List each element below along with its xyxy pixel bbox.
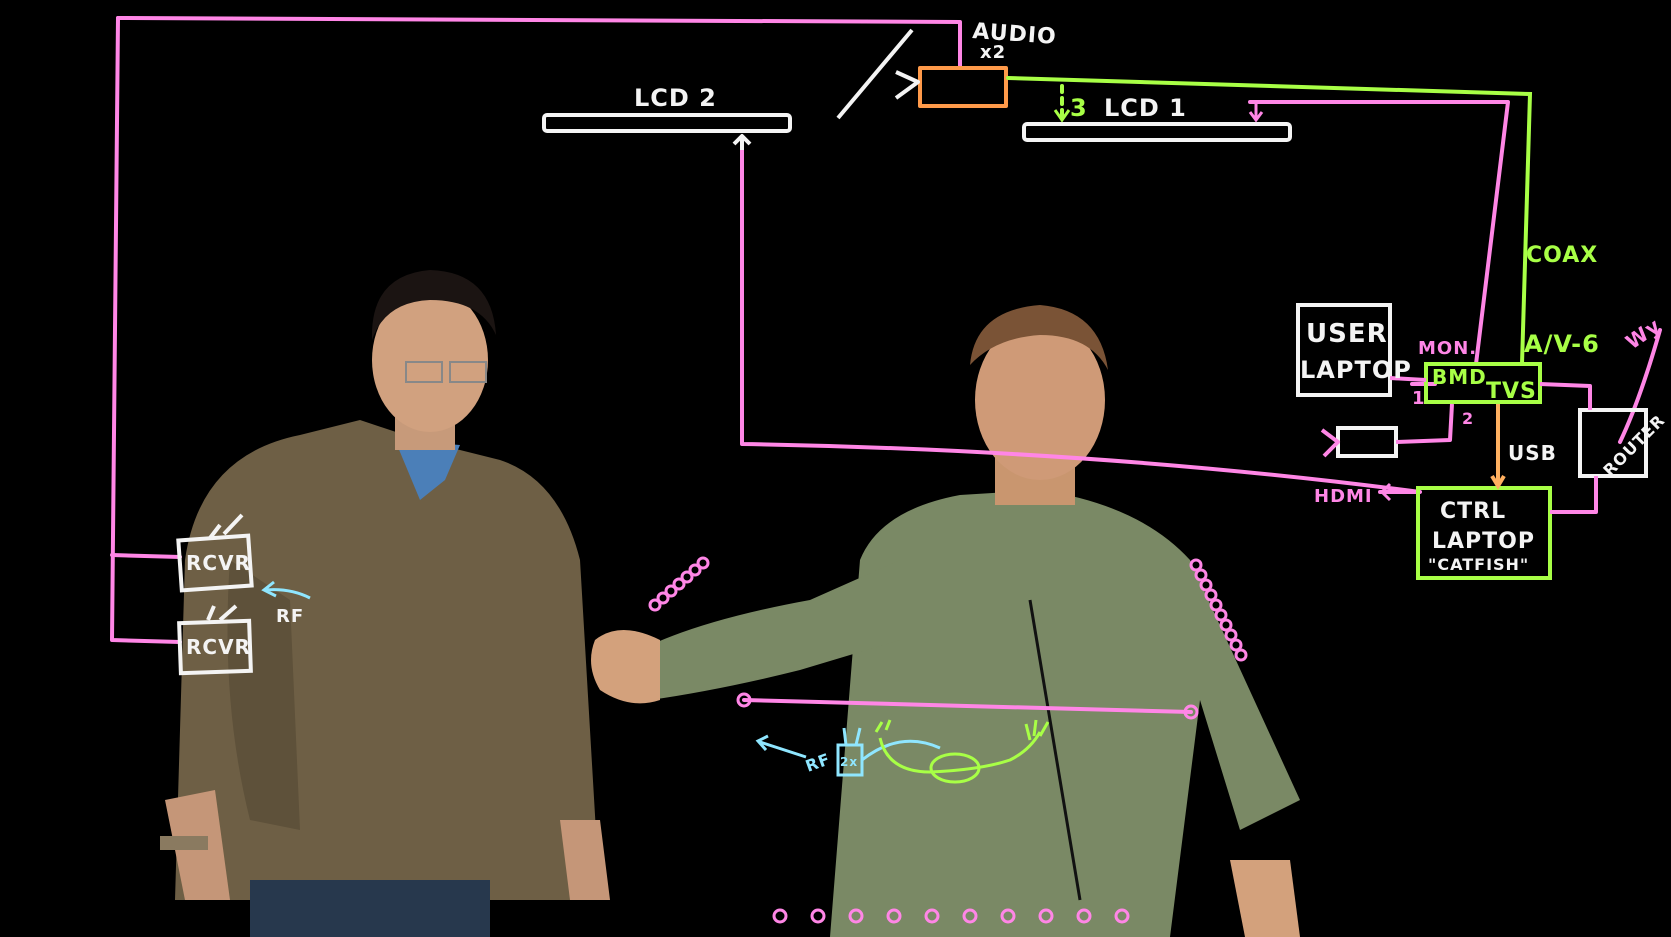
rail-end-right	[1183, 704, 1199, 720]
router-box	[1578, 408, 1648, 478]
presenter-left	[160, 270, 610, 937]
audio-speaker-glyph	[894, 70, 920, 100]
lcd2-panel	[542, 113, 792, 133]
mon-label: MON.	[1418, 338, 1477, 359]
port-1-label: 1	[1412, 388, 1426, 409]
audio-count-label: x2	[980, 42, 1006, 63]
wy-label: Wy	[1621, 313, 1665, 354]
lcd1-number-label: 3	[1070, 94, 1088, 122]
coax-wire	[1006, 76, 1533, 366]
bmd-tvs-box	[1424, 362, 1542, 404]
small-device-box	[1336, 426, 1398, 458]
bmd-to-router-link	[1539, 382, 1592, 410]
hdmi-arrow	[1379, 482, 1392, 502]
lcd1-tap-arrow	[1053, 109, 1071, 123]
audio-feed-wire	[116, 16, 962, 68]
audio-box	[918, 66, 1008, 108]
coax-label: COAX	[1526, 243, 1598, 268]
rf-tx-cable	[861, 739, 941, 762]
user-laptop-label-2: LAPTOP	[1300, 356, 1412, 384]
rcvr-bottom-box	[177, 618, 253, 676]
rf-bottom-label: RF	[803, 749, 833, 775]
user-laptop-label-1: USER	[1306, 319, 1388, 349]
av6-label: A/V-6	[1524, 330, 1600, 358]
router-label: ROUTER	[1599, 411, 1668, 480]
cable-coil-right	[1189, 558, 1248, 662]
cable-coil-bottom	[772, 908, 1130, 924]
wy-wire	[1618, 328, 1662, 444]
usb-link	[1490, 404, 1506, 490]
lcd1-feed-arrow	[1248, 102, 1264, 123]
port-2-label: 2	[1462, 409, 1474, 428]
usb-label: USB	[1508, 441, 1557, 465]
lcd2-arrow	[732, 134, 752, 150]
user-laptop-box	[1296, 303, 1392, 397]
rcvr-feed-wire	[110, 16, 182, 644]
rf-pickup-loop	[929, 752, 981, 784]
lcd2-feed-wire	[740, 138, 1422, 494]
tvs-label: TVS	[1486, 379, 1537, 404]
rcvr-bottom-antenna	[206, 604, 238, 622]
rcvr-top-wire	[110, 553, 182, 559]
ctrl-laptop-label-1: CTRL	[1440, 499, 1506, 524]
ctrl-laptop-label-3: "CATFISH"	[1428, 555, 1529, 574]
presenter-right	[591, 305, 1300, 937]
rf-arrow-bottom	[755, 734, 807, 759]
lcd2-label: LCD 2	[634, 84, 717, 112]
bottom-rail-wire	[742, 698, 1193, 714]
rf-left-label: RF	[276, 606, 304, 627]
rcvr-top-antenna	[208, 513, 244, 540]
rf-tx-antenna	[842, 727, 862, 746]
presenter-right-head	[975, 320, 1105, 480]
device-input-glyph	[1320, 428, 1340, 458]
rcvr-top-box	[176, 533, 254, 593]
rf-box-label: 2x	[840, 755, 858, 769]
device-to-bmd-link	[1395, 403, 1454, 444]
rcvr-bottom-label: RCVR	[186, 635, 251, 659]
audio-label: AUDIO	[972, 19, 1058, 50]
rail-end-left	[736, 692, 752, 708]
lcd1-label: LCD 1	[1104, 94, 1187, 122]
rf-pickup-antenna	[1024, 719, 1050, 741]
lcd1-panel	[1022, 122, 1292, 142]
hdmi-label: HDMI	[1314, 486, 1373, 507]
rcvr-top-label: RCVR	[186, 551, 251, 575]
rf-arrow-left	[261, 580, 311, 600]
cable-coil-left	[648, 556, 710, 612]
presenter-left-head	[372, 288, 488, 432]
rf-pickup-sketch	[874, 719, 1042, 774]
lcd1-feed-wire	[1248, 100, 1510, 366]
bmd-label: BMD	[1432, 365, 1487, 389]
user-laptop-link	[1389, 376, 1427, 382]
divider-stroke	[836, 28, 914, 120]
ctrl-laptop-box	[1416, 486, 1552, 580]
ctrl-laptop-label-2: LAPTOP	[1432, 529, 1535, 554]
router-to-ctrl-link	[1550, 476, 1598, 514]
